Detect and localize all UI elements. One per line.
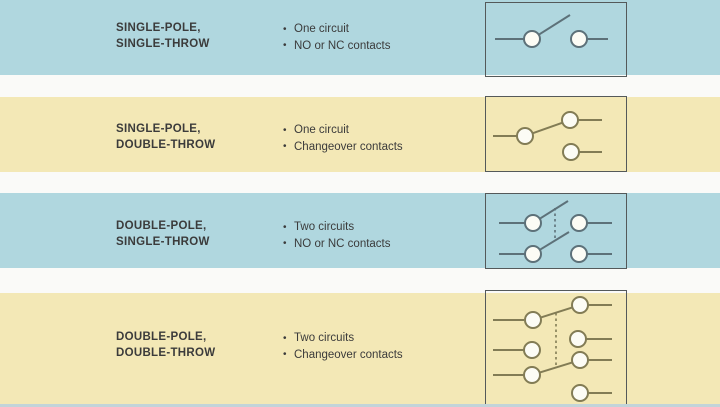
spst-circuit-symbol-icon bbox=[485, 2, 627, 77]
throw-terminal-lower bbox=[562, 143, 580, 161]
row-title-dpst: DOUBLE-POLE, SINGLE-THROW bbox=[116, 218, 281, 250]
title-line: SINGLE-POLE, bbox=[116, 22, 201, 34]
bullet-text: Changeover contacts bbox=[294, 140, 403, 153]
throw-terminal bbox=[569, 330, 587, 348]
switch-lever bbox=[539, 231, 570, 251]
switch-lever bbox=[538, 14, 571, 36]
bullet-text: Two circuits bbox=[294, 221, 355, 233]
bullet-dot-icon: • bbox=[283, 124, 287, 136]
bullet-item: • Two circuits bbox=[283, 219, 453, 236]
bullet-item: • Changeover contacts bbox=[283, 347, 453, 364]
row-band-dpdt bbox=[0, 293, 720, 404]
bullet-item: • Two circuits bbox=[283, 330, 453, 347]
symbol-frame bbox=[485, 2, 627, 77]
bullet-text: One circuit bbox=[294, 23, 349, 35]
bullet-item: • One circuit bbox=[283, 21, 453, 38]
pole-terminal bbox=[516, 127, 534, 145]
bullet-dot-icon: • bbox=[283, 221, 287, 233]
bullet-item: • Changeover contacts bbox=[283, 139, 453, 156]
title-line: SINGLE-POLE, bbox=[116, 123, 201, 135]
row-bullets-dpdt: • Two circuits • Changeover contacts bbox=[283, 330, 453, 363]
pole-terminal bbox=[523, 30, 541, 48]
throw-terminal bbox=[571, 384, 589, 402]
row-bullets-spdt: • One circuit • Changeover contacts bbox=[283, 122, 453, 155]
bullet-item: • NO or NC contacts bbox=[283, 236, 453, 253]
bullet-dot-icon: • bbox=[283, 332, 287, 344]
bullet-dot-icon: • bbox=[283, 40, 287, 51]
row-title-spdt: SINGLE-POLE, DOUBLE-THROW bbox=[116, 121, 281, 153]
bullet-item: • NO or NC contacts bbox=[283, 38, 453, 55]
row-title-spst: SINGLE-POLE, SINGLE-THROW bbox=[116, 20, 281, 52]
throw-terminal bbox=[570, 245, 588, 263]
spdt-circuit-symbol-icon bbox=[485, 96, 627, 172]
title-line: DOUBLE-POLE, bbox=[116, 220, 207, 232]
bullet-text: NO or NC contacts bbox=[294, 39, 391, 52]
next-row-edge bbox=[0, 404, 720, 407]
bullet-text: Two circuits bbox=[294, 332, 355, 344]
title-line: DOUBLE-THROW bbox=[116, 347, 216, 359]
bullet-item: • One circuit bbox=[283, 122, 453, 139]
throw-terminal bbox=[571, 296, 589, 314]
bullet-dot-icon: • bbox=[283, 141, 287, 152]
pole-terminal bbox=[524, 214, 542, 232]
pole-terminal bbox=[523, 341, 541, 359]
throw-terminal-upper bbox=[561, 111, 579, 129]
switch-lever bbox=[539, 361, 573, 374]
switch-lever bbox=[532, 121, 563, 135]
pole-terminal bbox=[524, 311, 542, 329]
bullet-text: One circuit bbox=[294, 124, 349, 136]
symbol-frame bbox=[485, 96, 627, 172]
title-line: DOUBLE-THROW bbox=[116, 139, 216, 151]
throw-terminal bbox=[571, 351, 589, 369]
bullet-text: Changeover contacts bbox=[294, 348, 403, 361]
row-bullets-dpst: • Two circuits • NO or NC contacts bbox=[283, 219, 453, 252]
bullet-dot-icon: • bbox=[283, 238, 287, 249]
bullet-dot-icon: • bbox=[283, 349, 287, 360]
dpst-circuit-symbol-icon bbox=[485, 193, 627, 269]
throw-terminal bbox=[570, 214, 588, 232]
row-band-spdt bbox=[0, 97, 720, 172]
bullet-text: NO or NC contacts bbox=[294, 237, 391, 250]
bullet-dot-icon: • bbox=[283, 23, 287, 35]
row-bullets-spst: • One circuit • NO or NC contacts bbox=[283, 21, 453, 54]
pole-terminal bbox=[524, 245, 542, 263]
switch-lever bbox=[540, 306, 573, 319]
row-band-dpst bbox=[0, 193, 720, 268]
row-title-dpdt: DOUBLE-POLE, DOUBLE-THROW bbox=[116, 329, 281, 361]
symbol-frame bbox=[485, 290, 627, 404]
title-line: SINGLE-THROW bbox=[116, 236, 210, 248]
throw-terminal bbox=[570, 30, 588, 48]
symbol-frame bbox=[485, 193, 627, 269]
row-band-spst bbox=[0, 0, 720, 75]
switch-lever bbox=[539, 200, 569, 220]
title-line: SINGLE-THROW bbox=[116, 38, 210, 50]
title-line: DOUBLE-POLE, bbox=[116, 331, 207, 343]
pole-terminal bbox=[523, 366, 541, 384]
dpdt-circuit-symbol-icon bbox=[485, 290, 627, 404]
